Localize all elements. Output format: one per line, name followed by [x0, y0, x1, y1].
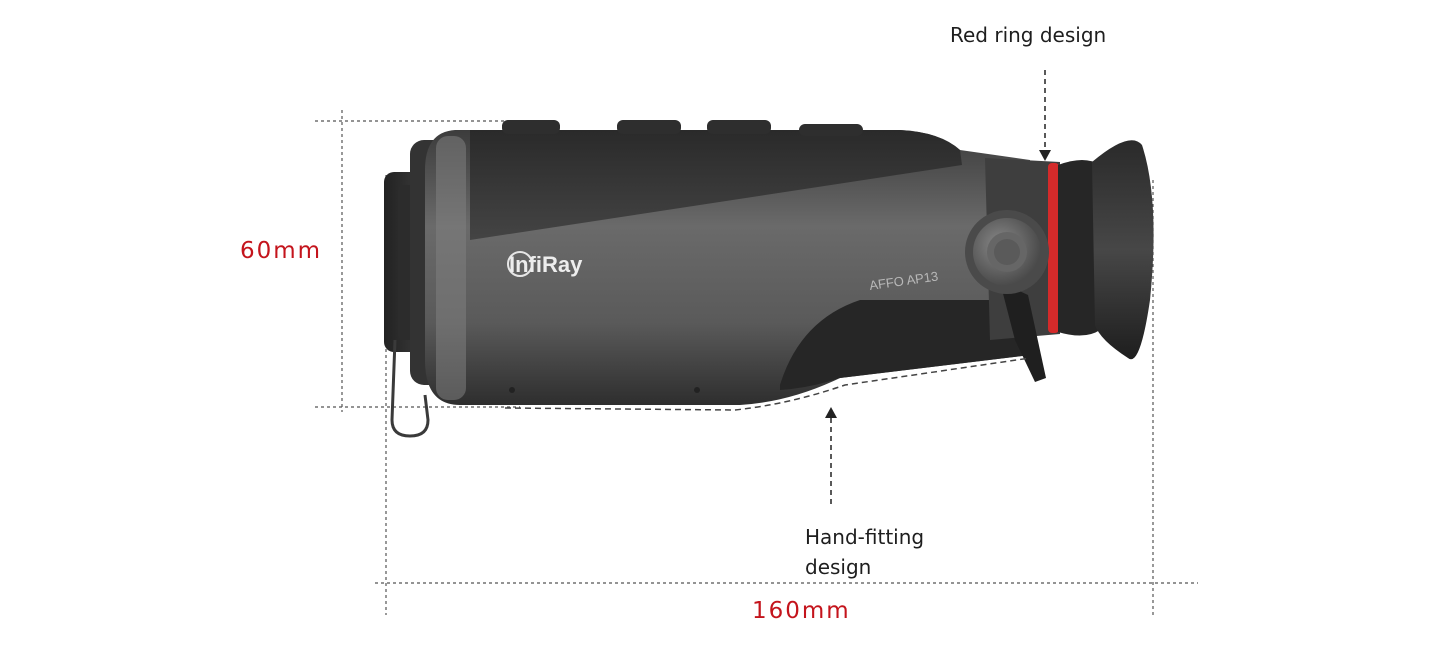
- hand-fitting-label: Hand-fitting design: [805, 522, 924, 582]
- top-button-4: [799, 124, 863, 136]
- red-ring-arrow: [1039, 70, 1051, 161]
- hand-fitting-label-line2: design: [805, 555, 872, 579]
- red-ring-label: Red ring design: [950, 23, 1107, 47]
- length-dimension-label: 160mm: [752, 598, 851, 624]
- top-button-2: [617, 120, 681, 134]
- brand-logo-text: InfiRay: [509, 252, 583, 277]
- red-ring: [1048, 163, 1059, 333]
- top-buttons: [502, 120, 863, 136]
- height-dimension-label: 60mm: [240, 238, 323, 264]
- diopter-knob: [965, 210, 1049, 382]
- lanyard-loop: [390, 339, 430, 438]
- hand-fitting-outline: [504, 357, 1031, 411]
- screws: [509, 387, 700, 393]
- top-button-3: [707, 120, 771, 134]
- top-button-1: [502, 120, 560, 134]
- hand-fitting-label-line1: Hand-fitting: [805, 525, 925, 549]
- brand-logo: InfiRay: [507, 251, 583, 277]
- hand-fitting-arrow: [825, 407, 837, 505]
- device-body: [425, 130, 1030, 405]
